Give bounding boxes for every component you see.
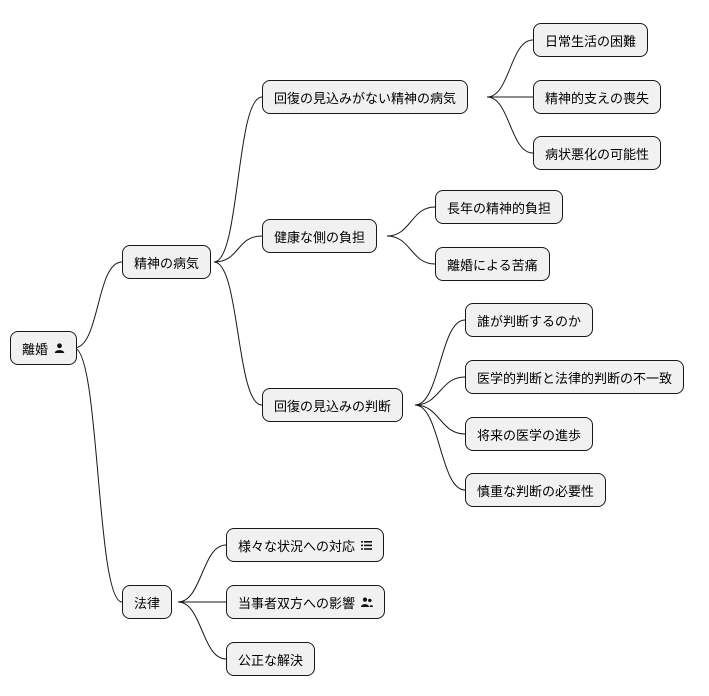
law-label: 法律 <box>134 596 161 612</box>
root-label: 離婚 <box>22 342 49 358</box>
leaf-node[interactable]: 離婚による苦痛 <box>435 247 550 281</box>
leaf-node[interactable]: 精神的支えの喪失 <box>533 80 662 114</box>
leaf-node[interactable]: 公正な解決 <box>226 642 316 676</box>
leaf-node[interactable]: 様々な状況への対応 <box>226 528 385 562</box>
no-recovery-label: 回復の見込みがない精神の病気 <box>274 91 457 107</box>
leaf-node[interactable]: 日常生活の困難 <box>533 23 649 57</box>
leaf-label: 慎重な判断の必要性 <box>477 484 595 500</box>
leaf-label: 精神的支えの喪失 <box>545 91 650 107</box>
leaf-label: 当事者双方への影響 <box>238 596 356 612</box>
law-node[interactable]: 法律 <box>122 585 173 619</box>
leaf-node[interactable]: 長年の精神的負担 <box>435 190 564 224</box>
root-node[interactable]: 離婚 <box>10 331 78 365</box>
person-icon <box>54 343 65 353</box>
healthy-burden-label: 健康な側の負担 <box>274 230 366 246</box>
leaf-label: 医学的判断と法律的判断の不一致 <box>477 371 673 387</box>
leaf-node[interactable]: 慎重な判断の必要性 <box>465 473 607 507</box>
leaf-label: 将来の医学の進歩 <box>477 428 582 444</box>
recovery-judgment-label: 回復の見込みの判断 <box>274 399 392 415</box>
list-icon <box>361 540 373 550</box>
leaf-label: 様々な状況への対応 <box>238 539 356 555</box>
mental-illness-node[interactable]: 精神の病気 <box>122 245 212 279</box>
healthy-burden-node[interactable]: 健康な側の負担 <box>262 219 378 253</box>
leaf-label: 長年の精神的負担 <box>447 201 552 217</box>
leaf-label: 公正な解決 <box>238 653 304 669</box>
recovery-judgment-node[interactable]: 回復の見込みの判断 <box>262 388 404 422</box>
mental-illness-label: 精神の病気 <box>134 256 200 272</box>
people-icon <box>361 597 374 607</box>
leaf-label: 離婚による苦痛 <box>447 258 538 274</box>
leaf-label: 病状悪化の可能性 <box>545 147 650 163</box>
leaf-node[interactable]: 医学的判断と法律的判断の不一致 <box>465 360 685 394</box>
leaf-node[interactable]: 将来の医学の進歩 <box>465 417 594 451</box>
no-recovery-node[interactable]: 回復の見込みがない精神の病気 <box>262 80 469 114</box>
leaf-label: 誰が判断するのか <box>477 314 582 330</box>
leaf-label: 日常生活の困難 <box>545 34 637 50</box>
leaf-node[interactable]: 誰が判断するのか <box>465 303 594 337</box>
leaf-node[interactable]: 当事者双方への影響 <box>226 585 386 619</box>
leaf-node[interactable]: 病状悪化の可能性 <box>533 136 662 170</box>
